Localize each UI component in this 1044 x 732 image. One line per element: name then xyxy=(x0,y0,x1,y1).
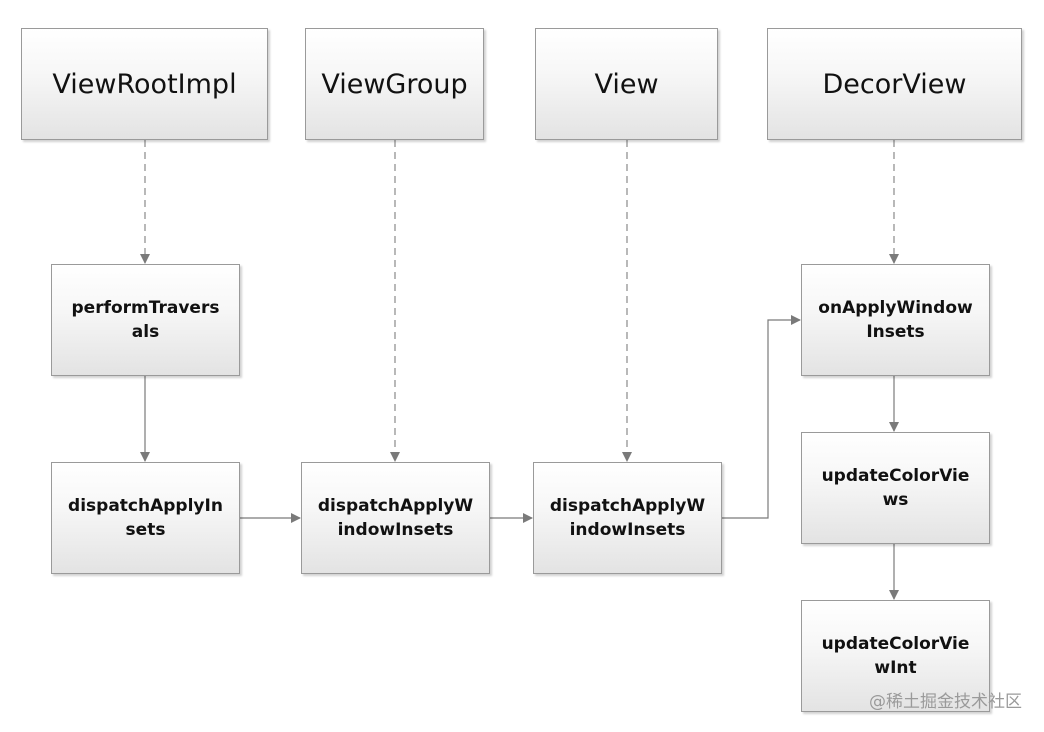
step-label-line: onApplyWindow xyxy=(818,298,973,318)
step-on-apply-window-insets: onApplyWindow Insets xyxy=(801,264,990,376)
step-view-dispatch-apply-window-insets: dispatchApplyW indowInsets xyxy=(533,462,722,574)
step-label-line: dispatchApplyIn xyxy=(68,496,223,516)
arrow-view-to-onapplywindowinsets xyxy=(721,315,801,519)
step-label-line: wInt xyxy=(874,658,917,678)
step-label-line: sets xyxy=(125,520,166,540)
step-label-line: updateColorVie xyxy=(821,466,970,486)
step-viewgroup-dispatch-apply-window-insets: dispatchApplyW indowInsets xyxy=(301,462,490,574)
step-update-color-view-int: updateColorVie wInt xyxy=(801,600,990,712)
class-label-decorview: DecorView xyxy=(822,68,967,100)
step-label-line: updateColorVie xyxy=(821,634,970,654)
class-box-view: View xyxy=(535,28,718,140)
step-dispatch-apply-insets: dispatchApplyIn sets xyxy=(51,462,240,574)
watermark: @稀土掘金技术社区 xyxy=(869,692,1022,712)
step-label-line: performTravers xyxy=(71,298,220,318)
class-box-viewgroup: ViewGroup xyxy=(305,28,484,140)
step-label-line: dispatchApplyW xyxy=(549,496,706,516)
step-label-line: Insets xyxy=(866,322,925,342)
step-label-line: dispatchApplyW xyxy=(317,496,474,516)
step-perform-traversals: performTravers als xyxy=(51,264,240,376)
class-box-decorview: DecorView xyxy=(767,28,1022,140)
class-label-viewrootimpl: ViewRootImpl xyxy=(52,68,237,100)
step-update-color-views: updateColorVie ws xyxy=(801,432,990,544)
step-label-line: indowInsets xyxy=(337,520,454,540)
class-label-view: View xyxy=(594,68,659,100)
class-box-viewrootimpl: ViewRootImpl xyxy=(21,28,268,140)
step-label-line: als xyxy=(131,322,160,342)
step-label-line: ws xyxy=(882,490,909,510)
class-label-viewgroup: ViewGroup xyxy=(321,68,468,100)
step-label-line: indowInsets xyxy=(569,520,686,540)
